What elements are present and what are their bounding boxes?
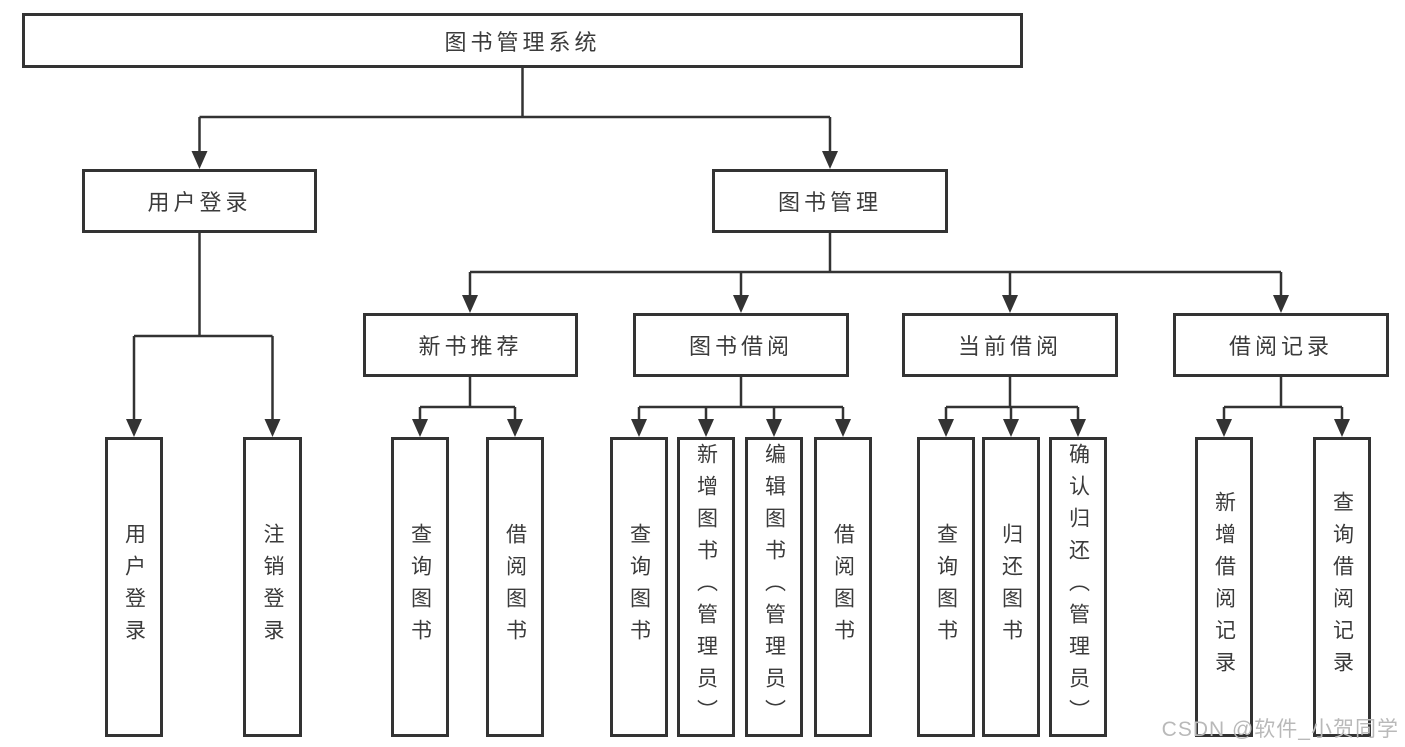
- node-borrowing-add-books-admin: 新增图书（管理员）: [677, 437, 735, 737]
- node-recommend-borrow-books: 借阅图书: [486, 437, 544, 737]
- node-current-confirm-return-admin: 确认归还（管理员）: [1049, 437, 1107, 737]
- node-recommend-query-books: 查询图书: [391, 437, 449, 737]
- node-current-borrowing: 当前借阅: [902, 313, 1118, 377]
- node-borrowing-edit-books-admin: 编辑图书（管理员）: [745, 437, 803, 737]
- node-book-management-branch: 图书管理: [712, 169, 948, 233]
- node-current-query-books: 查询图书: [917, 437, 975, 737]
- node-current-return-books: 归还图书: [982, 437, 1040, 737]
- node-borrowing-query-books: 查询图书: [610, 437, 668, 737]
- connector-lines: [132, 68, 1344, 426]
- node-logout: 注销登录: [243, 437, 302, 737]
- node-new-book-recommendation: 新书推荐: [363, 313, 578, 377]
- node-records-add-borrow-record: 新增借阅记录: [1195, 437, 1253, 737]
- node-book-borrowing: 图书借阅: [633, 313, 849, 377]
- node-library-management-system: 图书管理系统: [22, 13, 1023, 68]
- node-borrowing-borrow-books: 借阅图书: [814, 437, 872, 737]
- node-records-query-borrow-record: 查询借阅记录: [1313, 437, 1371, 737]
- node-user-login-branch: 用户登录: [82, 169, 317, 233]
- node-borrowing-records: 借阅记录: [1173, 313, 1389, 377]
- node-user-login: 用户登录: [105, 437, 163, 737]
- watermark-csdn: CSDN @软件_小贺同学: [1161, 718, 1399, 741]
